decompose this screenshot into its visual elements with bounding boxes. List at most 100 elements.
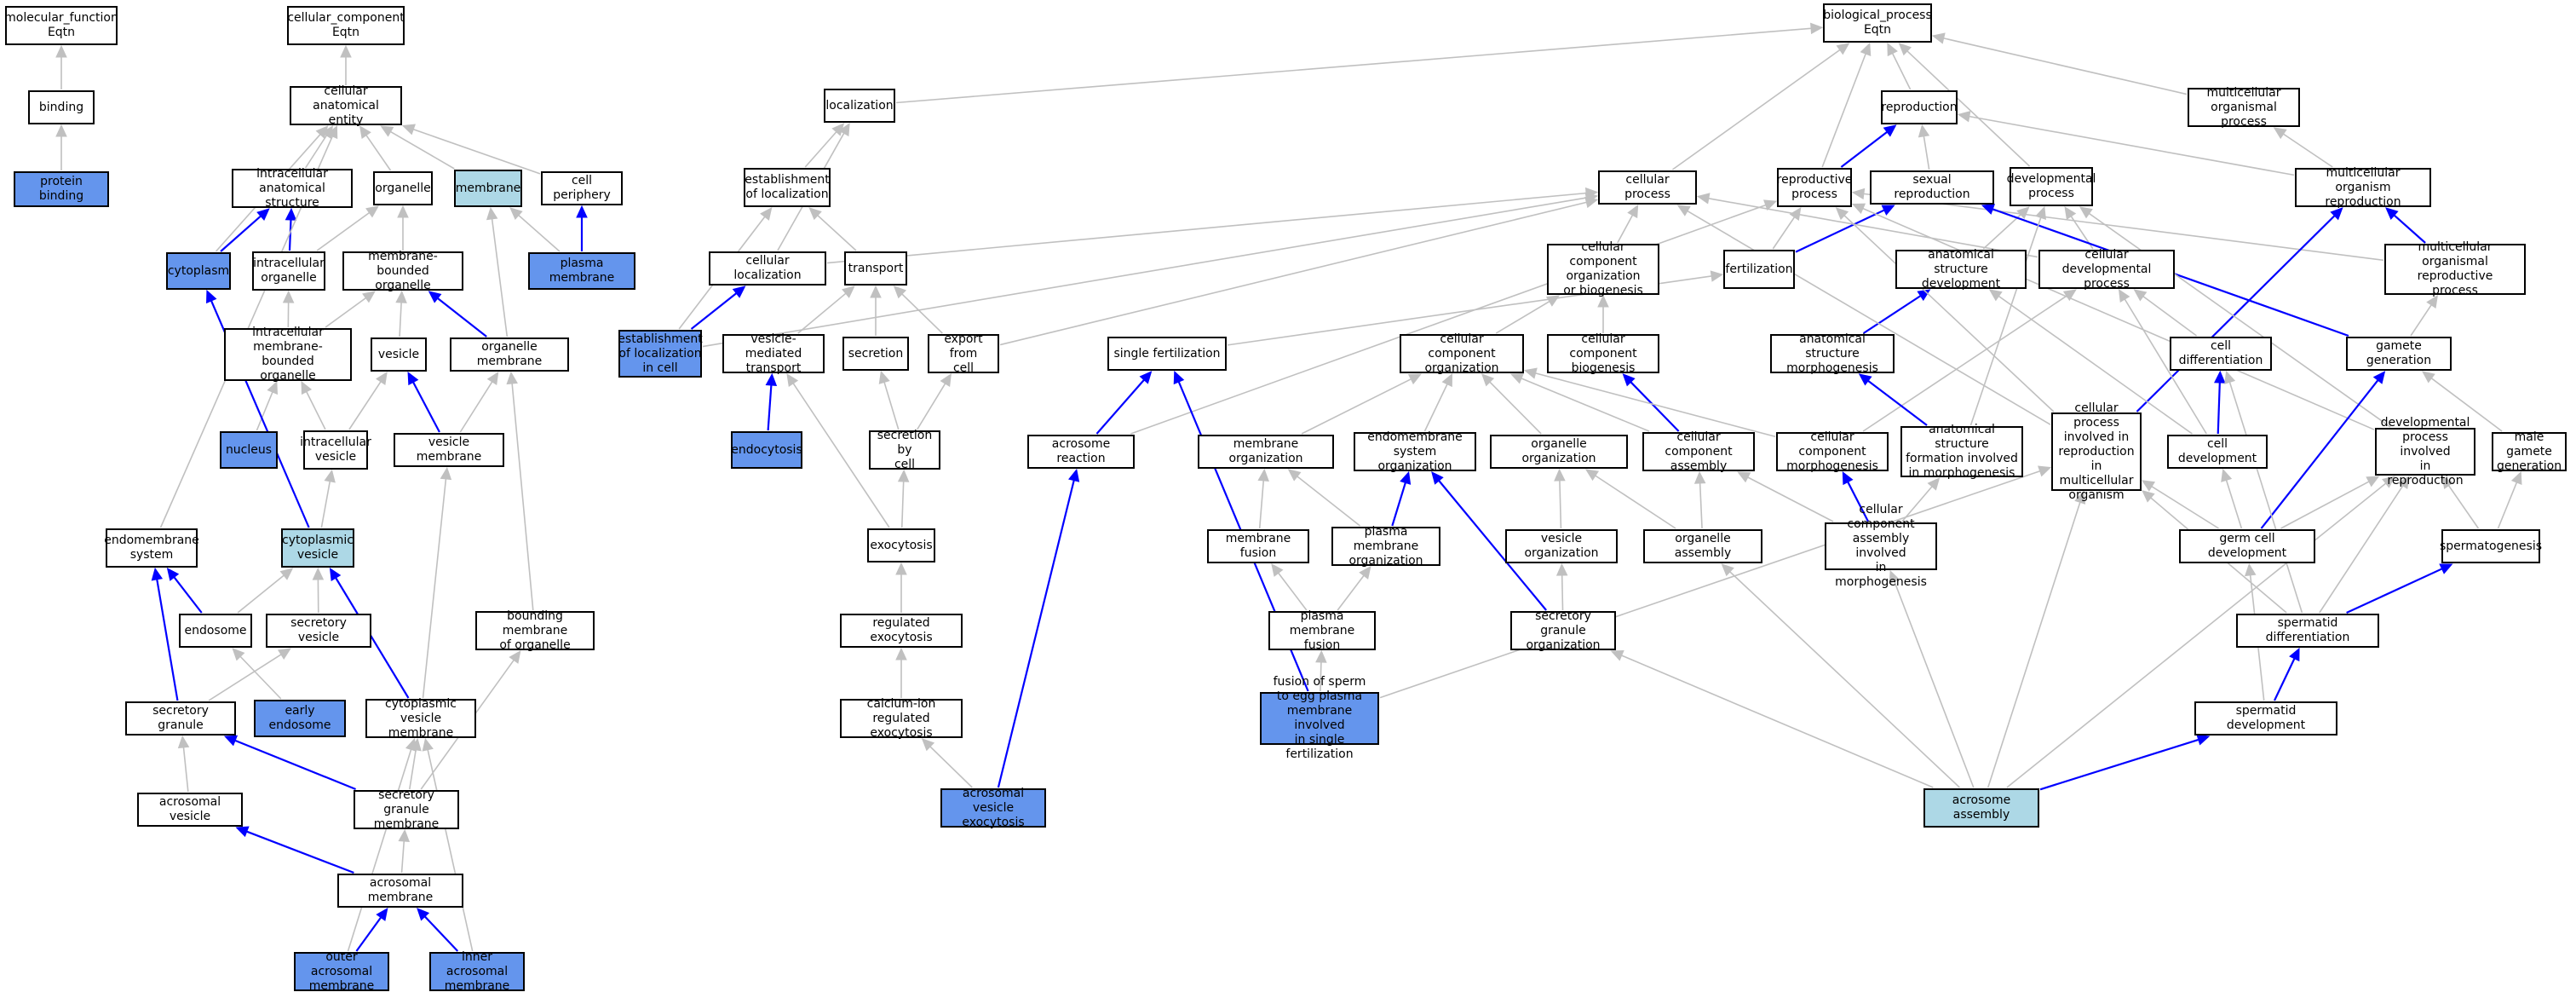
- node-cellular-process[interactable]: cellular process: [1598, 170, 1697, 205]
- node-membrane-organization[interactable]: membrane organization: [1198, 435, 1334, 469]
- node-membrane[interactable]: membrane: [454, 170, 522, 207]
- node-binding[interactable]: binding: [28, 90, 95, 124]
- edge-part-of: [2260, 371, 2386, 529]
- node-acrosome-reaction[interactable]: acrosome reaction: [1027, 435, 1135, 469]
- node-bounding-membrane-of-organelle[interactable]: bounding membrane of organelle: [475, 609, 595, 652]
- node-cellular-component-organization-or-biogenesis[interactable]: cellular component organization or bioge…: [1547, 240, 1659, 297]
- node-regulated-exocytosis[interactable]: regulated exocytosis: [840, 614, 963, 648]
- node-protein-binding[interactable]: protein binding: [14, 171, 109, 207]
- edge-arrowhead: [256, 208, 270, 222]
- node-secretion[interactable]: secretion: [842, 337, 909, 371]
- node-sexual-reproduction[interactable]: sexual reproduction: [1870, 170, 1994, 205]
- node-endomembrane-system[interactable]: endomembrane system: [104, 528, 199, 568]
- node-intracellular-membrane-bounded-organelle[interactable]: intracellular membrane-bounded organelle: [224, 326, 352, 383]
- node-secretory-vesicle[interactable]: secretory vesicle: [266, 614, 371, 648]
- edge-line: [1821, 53, 1866, 168]
- node-organelle-organization[interactable]: organelle organization: [1490, 435, 1628, 469]
- node-cellular-component-assembly-involved-in-morphogenesis[interactable]: cellular component assembly involved in …: [1825, 503, 1937, 589]
- node-cellular-component-morphogenesis[interactable]: cellular component morphogenesis: [1776, 430, 1889, 473]
- node-cellular-developmental-process[interactable]: cellular developmental process: [2038, 248, 2175, 291]
- node-cellular-anatomical-entity[interactable]: cellular anatomical entity: [290, 84, 402, 127]
- node-localization[interactable]: localization: [824, 89, 895, 123]
- node-export-from-cell[interactable]: export from cell: [928, 332, 999, 375]
- edge-line: [1559, 480, 1562, 529]
- node-nucleus[interactable]: nucleus: [220, 431, 278, 469]
- node-biological-process[interactable]: biological_process Eqtn: [1823, 3, 1932, 43]
- node-establishment-of-localization-in-cell[interactable]: establishment of localization in cell: [618, 330, 703, 378]
- node-vesicle[interactable]: vesicle: [371, 337, 427, 372]
- node-anatomical-structure-development[interactable]: anatomical structure development: [1895, 248, 2027, 291]
- edge-is-a: [422, 466, 452, 699]
- node-establishment-of-localization[interactable]: establishment of localization: [744, 168, 831, 207]
- node-male-gamete-generation[interactable]: male gamete generation: [2492, 430, 2567, 473]
- node-acrosome-assembly[interactable]: acrosome assembly: [1923, 788, 2039, 828]
- node-endocytosis[interactable]: endocytosis: [731, 431, 802, 469]
- node-multicellular-organism-reproduction[interactable]: multicellular organism reproduction: [2295, 166, 2431, 209]
- node-molecular-function[interactable]: molecular_function Eqtn: [4, 6, 118, 45]
- node-inner-acrosomal-membrane[interactable]: inner acrosomal membrane: [429, 950, 525, 993]
- node-spermatid-development[interactable]: spermatid development: [2194, 701, 2337, 736]
- edge-arrowhead: [838, 122, 850, 137]
- node-spermatid-differentiation[interactable]: spermatid differentiation: [2236, 614, 2379, 648]
- node-vesicle-mediated-transport[interactable]: vesicle-mediated transport: [722, 332, 825, 375]
- edge-line: [220, 215, 262, 252]
- node-single-fertilization[interactable]: single fertilization: [1107, 337, 1227, 371]
- node-plasma-membrane[interactable]: plasma membrane: [528, 252, 635, 290]
- edge-is-a: [878, 370, 900, 430]
- node-acrosomal-vesicle[interactable]: acrosomal vesicle: [137, 793, 243, 827]
- node-germ-cell-development[interactable]: germ cell development: [2179, 529, 2315, 563]
- node-endomembrane-system-organization[interactable]: endomembrane system organization: [1354, 430, 1476, 473]
- node-cellular-component[interactable]: cellular_component Eqtn: [287, 6, 405, 45]
- node-secretory-granule-organization[interactable]: secretory granule organization: [1510, 609, 1616, 652]
- node-cellular-localization[interactable]: cellular localization: [709, 251, 826, 286]
- node-secretion-by-cell[interactable]: secretion by cell: [869, 429, 940, 471]
- node-organelle-assembly[interactable]: organelle assembly: [1643, 529, 1762, 563]
- node-anatomical-structure-morphogenesis[interactable]: anatomical structure morphogenesis: [1770, 332, 1895, 375]
- node-developmental-process-involved-in-reproduction[interactable]: developmental process involved in reprod…: [2375, 416, 2475, 487]
- node-cellular-process-involved-in-reproduction-in-multicellular-organism[interactable]: cellular process involved in reproductio…: [2051, 401, 2142, 502]
- node-early-endosome[interactable]: early endosome: [254, 700, 346, 737]
- node-vesicle-membrane[interactable]: vesicle membrane: [394, 433, 504, 467]
- edge-arrowhead: [1359, 566, 1371, 580]
- node-exocytosis[interactable]: exocytosis: [867, 528, 935, 562]
- node-developmental-process[interactable]: developmental process: [2007, 167, 2096, 206]
- node-acrosomal-vesicle-exocytosis[interactable]: acrosomal vesicle exocytosis: [940, 787, 1046, 829]
- node-multicellular-organismal-reproductive-process[interactable]: multicellular organismal reproductive pr…: [2384, 240, 2526, 297]
- node-intracellular-vesicle[interactable]: intracellular vesicle: [300, 430, 371, 470]
- node-multicellular-organismal-process[interactable]: multicellular organismal process: [2188, 86, 2300, 129]
- node-plasma-membrane-organization[interactable]: plasma membrane organization: [1331, 525, 1440, 568]
- node-organelle-membrane[interactable]: organelle membrane: [450, 337, 569, 372]
- node-fusion-of-sperm-to-egg-plasma-membrane[interactable]: fusion of sperm to egg plasma membrane i…: [1260, 675, 1379, 761]
- node-membrane-fusion[interactable]: membrane fusion: [1207, 529, 1309, 563]
- node-calcium-ion-regulated-exocytosis[interactable]: calcium-ion regulated exocytosis: [840, 697, 963, 740]
- node-cytoplasmic-vesicle-membrane[interactable]: cytoplasmic vesicle membrane: [365, 697, 476, 740]
- node-outer-acrosomal-membrane[interactable]: outer acrosomal membrane: [294, 950, 389, 993]
- node-cellular-component-assembly[interactable]: cellular component assembly: [1642, 430, 1755, 473]
- node-secretory-granule[interactable]: secretory granule: [125, 701, 236, 736]
- node-spermatogenesis[interactable]: spermatogenesis: [2440, 529, 2542, 563]
- node-membrane-bounded-organelle[interactable]: membrane-bounded organelle: [342, 250, 463, 292]
- node-vesicle-organization[interactable]: vesicle organization: [1505, 529, 1618, 563]
- node-secretory-granule-membrane[interactable]: secretory granule membrane: [354, 788, 459, 831]
- node-plasma-membrane-fusion[interactable]: plasma membrane fusion: [1268, 609, 1376, 652]
- edge-arrowhead: [509, 207, 523, 221]
- node-acrosomal-membrane[interactable]: acrosomal membrane: [337, 874, 463, 908]
- node-cell-periphery[interactable]: cell periphery: [541, 171, 623, 205]
- node-intracellular-anatomical-structure[interactable]: intracellular anatomical structure: [232, 167, 353, 210]
- node-transport[interactable]: transport: [844, 251, 907, 286]
- edge-arrowhead: [395, 290, 407, 303]
- node-anatomical-structure-formation-involved-in-morphogenesis[interactable]: anatomical structure formation involved …: [1900, 423, 2023, 480]
- node-cytoplasm[interactable]: cytoplasm: [166, 252, 231, 290]
- node-cell-development[interactable]: cell development: [2167, 435, 2268, 469]
- node-endosome[interactable]: endosome: [179, 614, 252, 648]
- node-cellular-component-organization[interactable]: cellular component organization: [1400, 332, 1524, 375]
- node-cytoplasmic-vesicle[interactable]: cytoplasmic vesicle: [281, 528, 354, 568]
- node-organelle[interactable]: organelle: [373, 171, 433, 205]
- node-cellular-component-biogenesis[interactable]: cellular component biogenesis: [1547, 332, 1659, 375]
- node-reproductive-process[interactable]: reproductive process: [1777, 168, 1852, 207]
- node-fertilization[interactable]: fertilization: [1723, 250, 1795, 289]
- node-reproduction[interactable]: reproduction: [1881, 90, 1958, 124]
- node-gamete-generation[interactable]: gamete generation: [2346, 337, 2452, 371]
- node-cell-differentiation[interactable]: cell differentiation: [2170, 337, 2272, 371]
- node-intracellular-organelle[interactable]: intracellular organelle: [252, 251, 325, 291]
